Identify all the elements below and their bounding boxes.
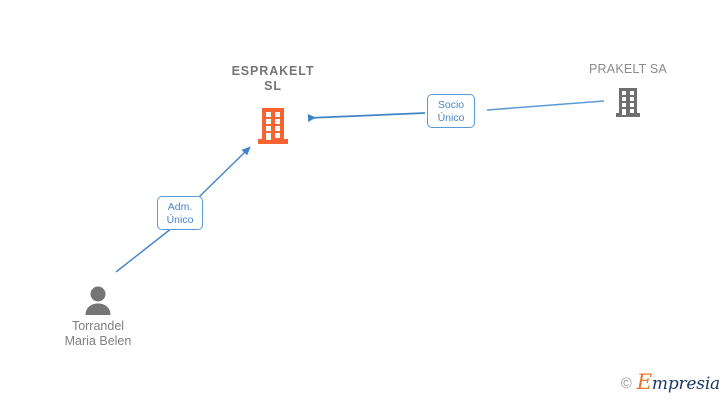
relation-label-adm-unico[interactable]: Adm. Único: [157, 196, 203, 230]
relation-label-socio-unico[interactable]: Socio Único: [427, 94, 475, 128]
person-icon: [85, 286, 111, 315]
building-icon: [616, 88, 640, 117]
node-torrandel-maria-belen[interactable]: Torrandel Maria Belen: [33, 286, 163, 349]
node-label-torrandel: Torrandel Maria Belen: [64, 319, 132, 348]
building-icon: [258, 108, 288, 144]
brand-rest: mpresia: [651, 374, 720, 394]
node-esprakelt-sl[interactable]: ESPRAKELT SL: [203, 64, 343, 146]
brand-wordmark: Empresia: [637, 372, 720, 394]
edge-adm-to-esprakelt: [197, 146, 251, 199]
copyright-icon: ©: [620, 375, 632, 392]
empresia-watermark: © Empresia: [620, 372, 720, 394]
node-label-prakelt: PRAKELT SA: [589, 62, 667, 76]
node-prakelt-sa[interactable]: PRAKELT SA: [563, 62, 693, 120]
brand-initial: E: [636, 370, 652, 394]
edge-torrandel-to-adm: [115, 227, 173, 273]
node-label-esprakelt: ESPRAKELT SL: [231, 64, 315, 93]
